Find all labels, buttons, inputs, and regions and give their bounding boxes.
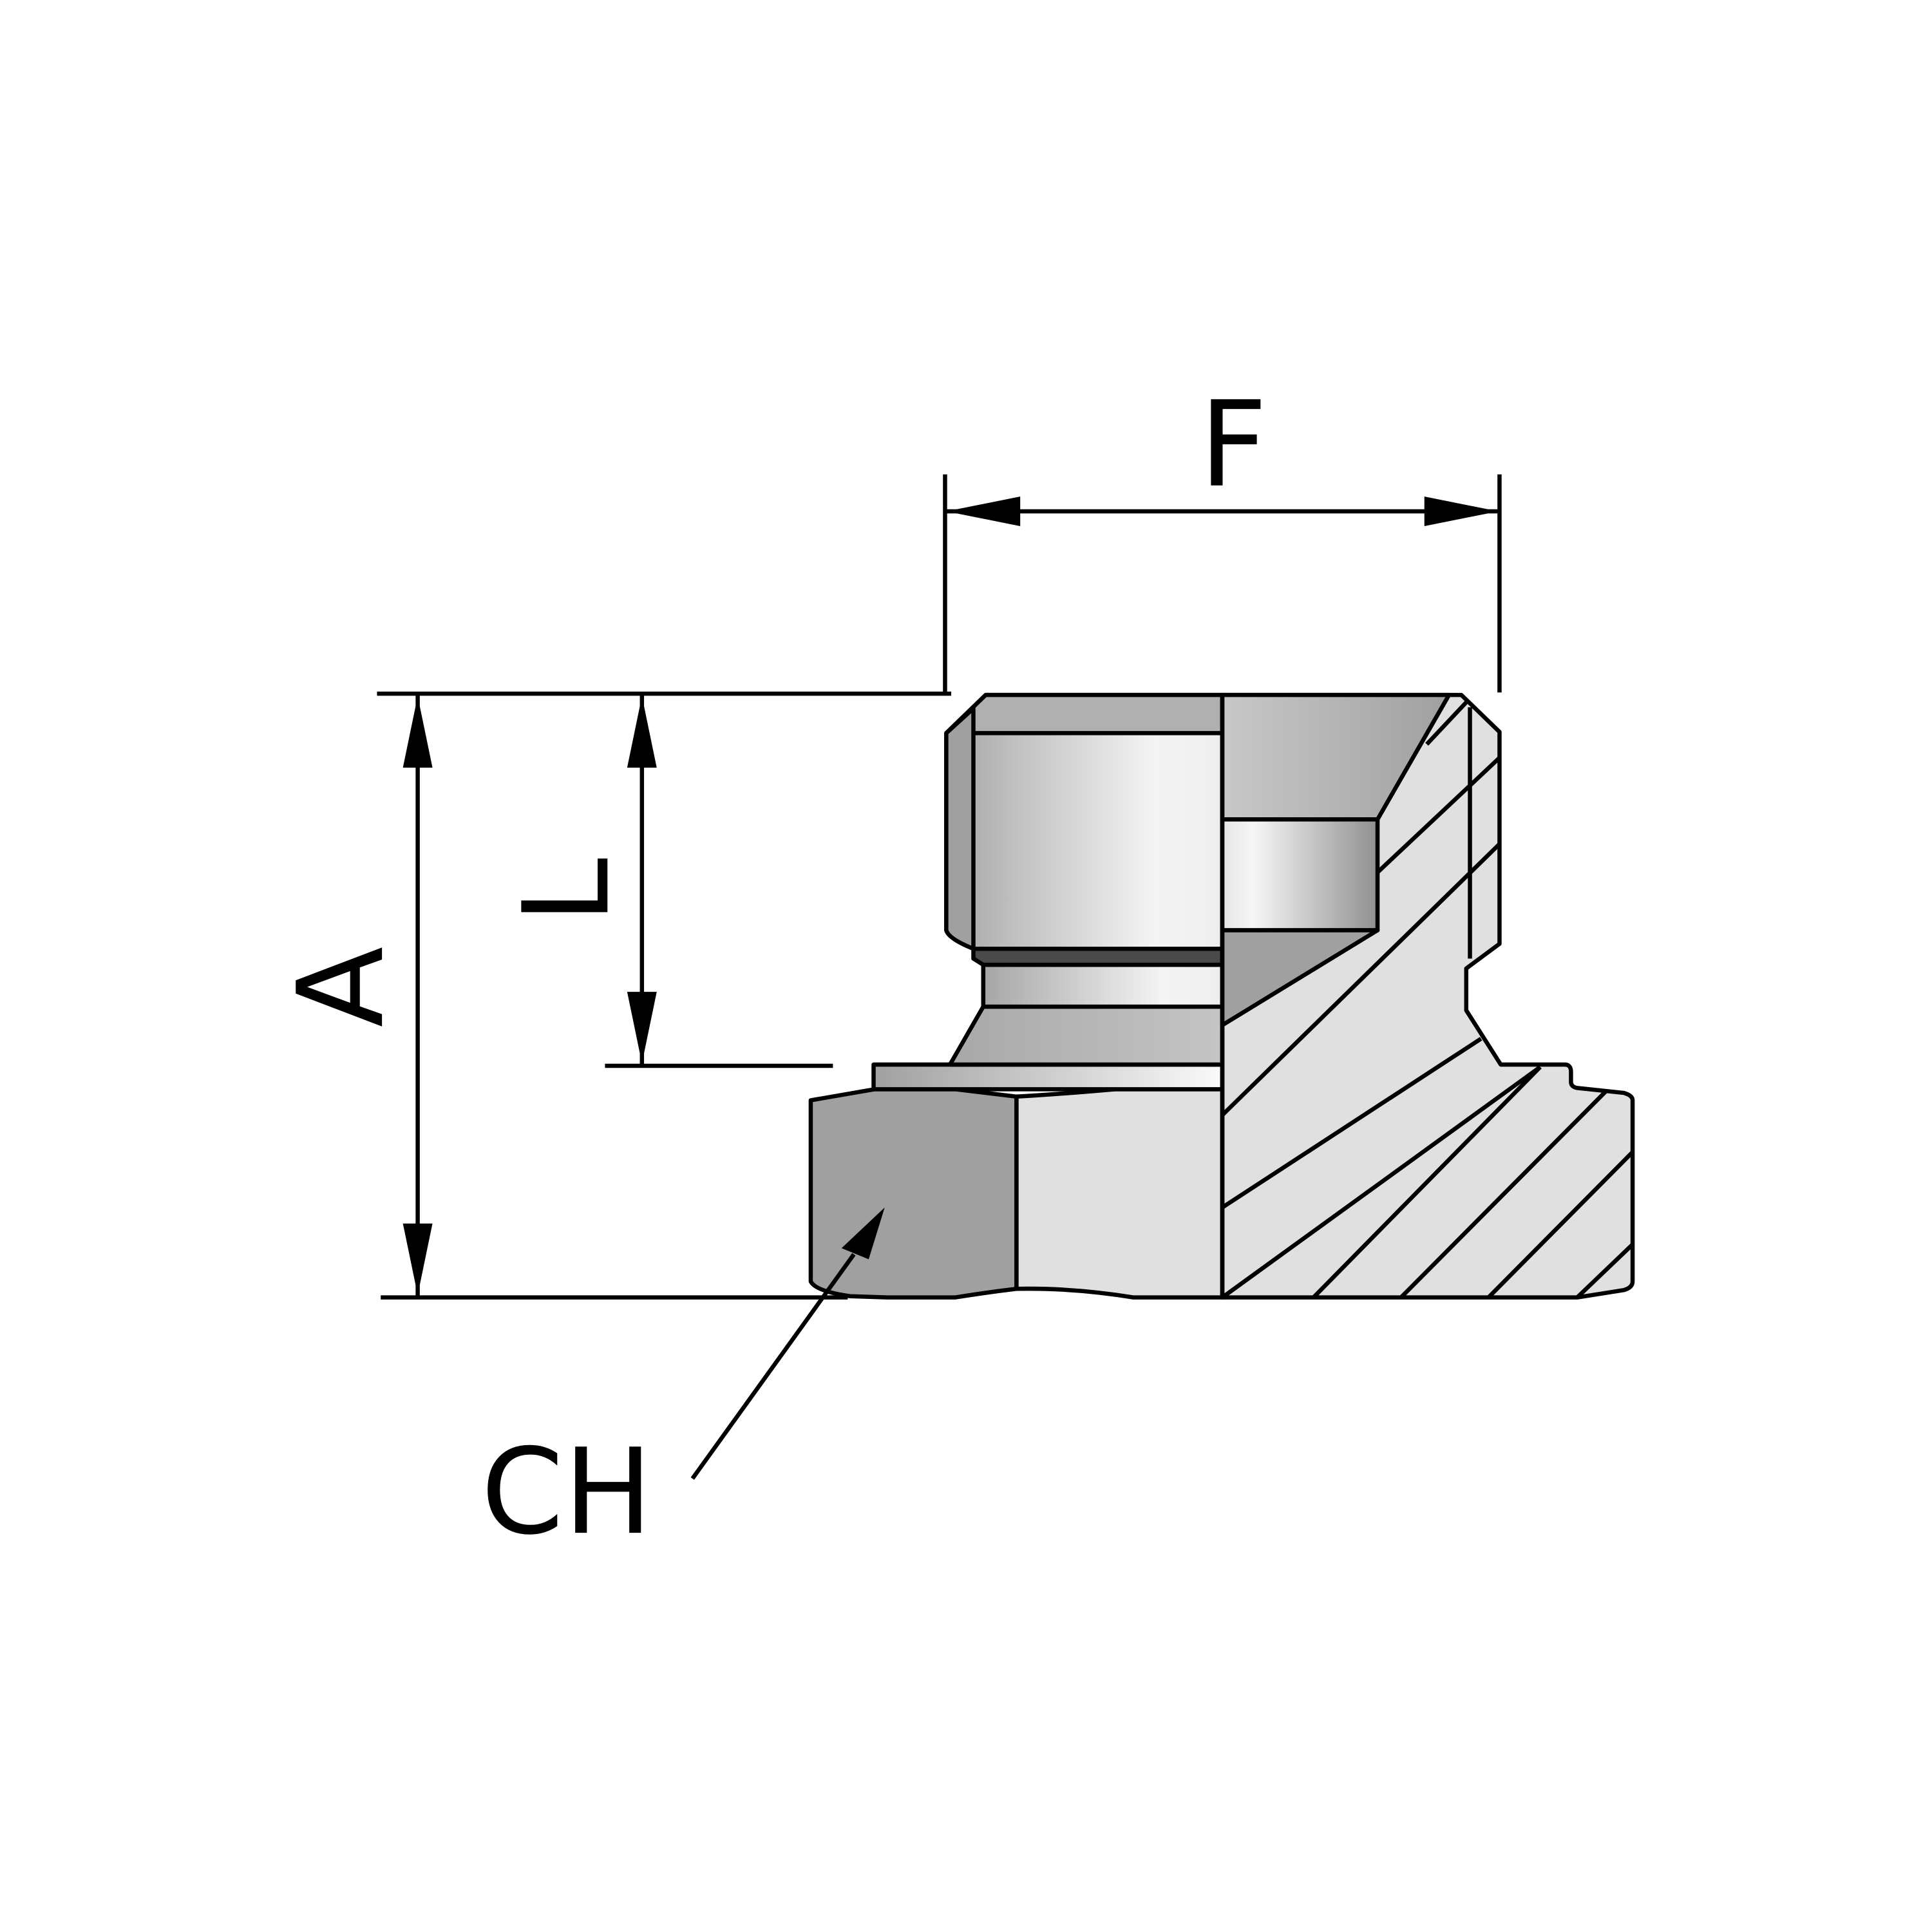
hex-light-face: [1014, 1087, 1225, 1300]
dimension-L: L: [498, 694, 833, 1068]
groove: [971, 946, 1225, 967]
dimension-label-L: L: [498, 858, 636, 923]
cylinder-chamfer-top: [944, 692, 1225, 735]
dimension-label-F: F: [1199, 377, 1267, 514]
dimension-label-A: A: [273, 947, 410, 1028]
arrowhead-icon: [402, 1223, 433, 1295]
arrowhead-icon: [402, 696, 433, 768]
hex-dark-face: [808, 1087, 1019, 1300]
arrowhead-icon: [627, 696, 657, 768]
washer-strip: [871, 1062, 1225, 1092]
fitting-body: [808, 692, 1635, 1300]
arrowhead-icon: [841, 1208, 885, 1260]
dimension-F: F: [943, 377, 1502, 693]
neck-ring: [981, 962, 1225, 1009]
dimension-label-CH: CH: [481, 1424, 652, 1561]
arrowhead-icon: [946, 497, 1021, 526]
dimension-CH: CH: [481, 1208, 885, 1561]
cone: [947, 1004, 1225, 1067]
cylinder-left-edge: [944, 706, 976, 951]
arrowhead-icon: [627, 992, 657, 1064]
section-hatching: [1220, 701, 1634, 1300]
dimension-A: A: [273, 691, 952, 1300]
arrowhead-icon: [1424, 497, 1499, 526]
bore-ring: [1220, 817, 1380, 933]
